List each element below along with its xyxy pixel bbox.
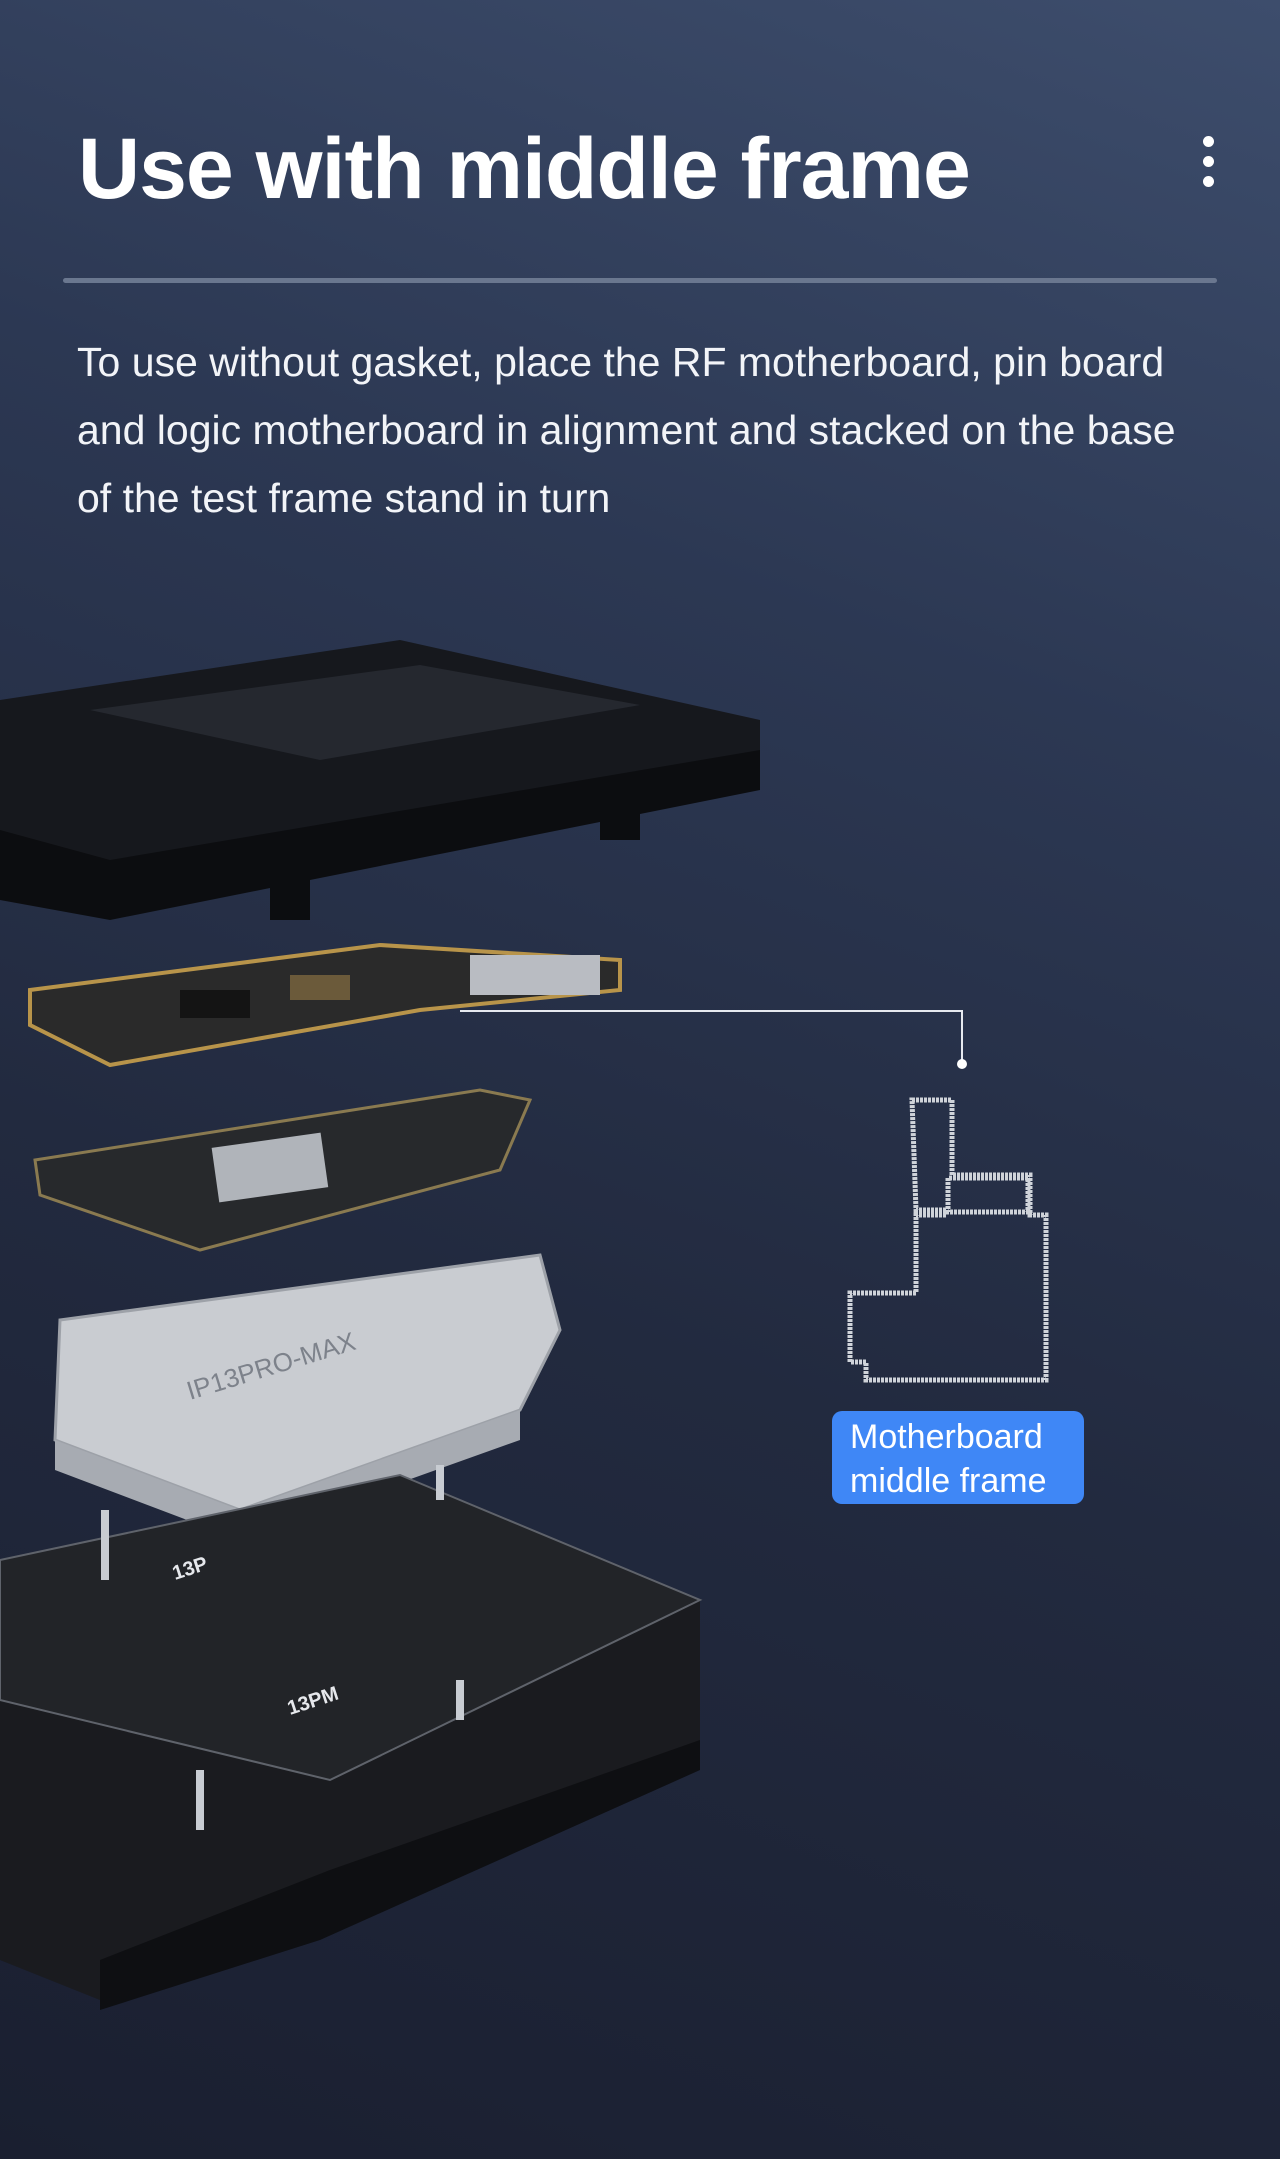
divider xyxy=(63,278,1217,283)
top-cover-frame xyxy=(0,640,760,920)
callout-line-1: Motherboard xyxy=(850,1418,1043,1456)
motherboard-middle-frame-label: Motherboard middle frame xyxy=(832,1411,1084,1504)
rf-motherboard xyxy=(28,942,622,1068)
callout-line-2: middle frame xyxy=(850,1462,1047,1500)
callout-connector xyxy=(460,1010,967,1069)
description-text: To use without gasket, place the RF moth… xyxy=(77,339,1176,521)
test-frame-base: 13P 13PM xyxy=(0,1465,703,2010)
logic-motherboard xyxy=(33,1088,533,1252)
page-title: Use with middle frame xyxy=(78,121,971,217)
product-illustration: IP13PRO-MAX 13P 13PM xyxy=(0,640,1049,2010)
more-options-icon[interactable] xyxy=(1200,136,1216,192)
middle-frame-outline-icon xyxy=(847,1097,1049,1383)
pin-board: IP13PRO-MAX xyxy=(53,1253,562,1540)
